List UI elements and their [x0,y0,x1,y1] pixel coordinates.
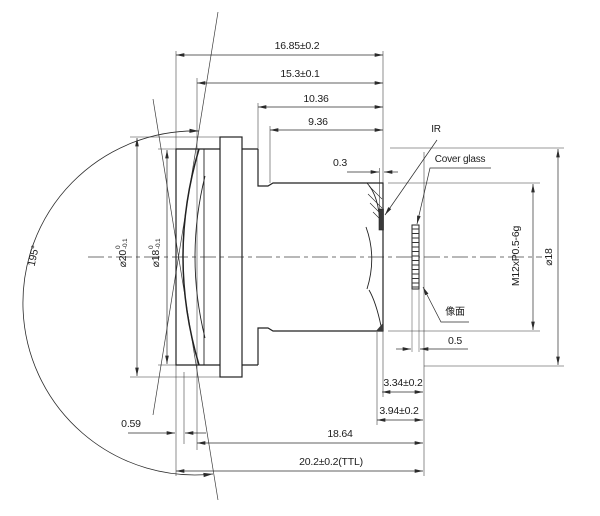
thread-spec-label: M12xP0.5-6g [509,225,522,287]
dim-15-3-label: 15.3±0.1 [280,67,320,80]
dim-ttl-label: 20.2±0.2(TTL) [299,455,363,468]
outer-diameter-value: ⌀20 [116,250,129,268]
dim-9-36-label: 9.36 [308,115,328,128]
dome-lens [182,148,206,366]
rear-diameter-label: ⌀18 [542,248,555,266]
ir-filter-label: IR [431,124,441,135]
dim-0-3-label: 0.3 [333,156,347,169]
dimension-lines [128,53,560,473]
ir-filter [376,208,384,331]
outer-diameter-tolerance: 0-0.1 [115,238,130,249]
dim-3-94-label: 3.94±0.2 [379,404,419,417]
fov-arc [22,128,214,478]
cover-glass [411,224,420,352]
leader-lines [384,139,491,323]
inner-tol-lower: -0.1 [155,238,162,249]
rear-lens-surface [365,226,373,290]
image-plane-label: 像面 [445,307,465,318]
dim-0-59-label: 0.59 [121,417,141,430]
inner-diameter-tolerance: 0-0.1 [148,238,163,249]
dim-18-64-label: 18.64 [327,427,353,440]
dim-10-36-label: 10.36 [303,92,329,105]
outer-tol-lower: -0.1 [122,238,129,249]
extension-lines [130,51,564,476]
lens-body-outline [175,136,384,378]
cover-glass-label: Cover glass [434,154,486,165]
dim-3-34-label: 3.34±0.2 [383,376,423,389]
dim-16-85-label: 16.85±0.2 [274,39,320,52]
inner-diameter-value: ⌀18 [149,250,162,268]
dim-0-5-label: 0.5 [448,334,462,347]
